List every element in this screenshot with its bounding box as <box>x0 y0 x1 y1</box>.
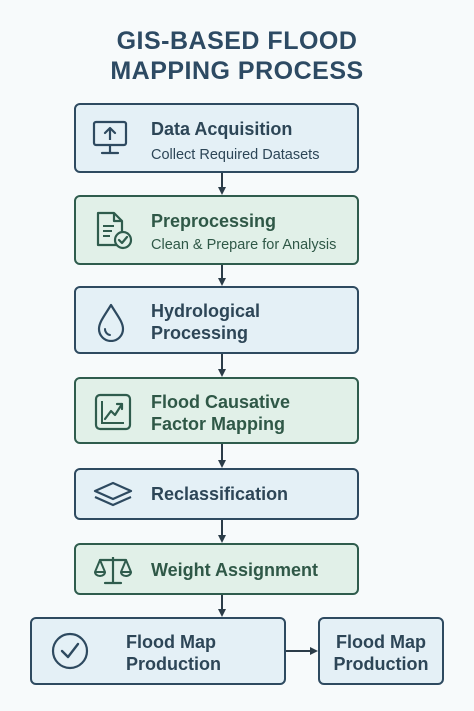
step-weight-assignment: Weight Assignment <box>74 543 359 595</box>
step-title: Weight Assignment <box>151 560 319 580</box>
step-reclassification: Reclassification <box>74 468 359 520</box>
step-preprocessing: Preprocessing Clean & Prepare for Analys… <box>74 195 359 265</box>
scales-icon <box>94 557 132 585</box>
step-flood-causative-factor-mapping: Flood Causative Factor Mapping <box>74 377 359 444</box>
output-title-line-1: Flood Map <box>336 632 426 652</box>
step-title-line-2: Production <box>126 654 221 674</box>
output-title-line-2: Production <box>333 654 429 674</box>
step-data-acquisition: Data Acquisition Collect Required Datase… <box>74 103 359 173</box>
layers-icon <box>93 481 133 507</box>
step-subtitle: Collect Required Datasets <box>151 147 320 163</box>
check-circle-icon <box>51 632 89 670</box>
step-title-line-1: Hydrological <box>151 301 261 321</box>
document-check-icon <box>96 211 133 250</box>
step-subtitle: Clean & Prepare for Analysis <box>151 237 337 253</box>
water-drop-icon <box>97 303 125 342</box>
title-line-2: MAPPING PROCESS <box>110 57 364 85</box>
step-hydrological-processing: Hydrological Processing <box>74 286 359 354</box>
step-title-line-1: Flood Map <box>126 632 216 652</box>
title-line-1: GIS-BASED FLOOD <box>116 27 358 55</box>
output-flood-map-production: Flood Map Production <box>318 617 444 685</box>
step-title: Reclassification <box>151 484 289 504</box>
step-title: Data Acquisition <box>151 119 293 139</box>
step-title: Preprocessing <box>151 211 277 231</box>
step-title-line-2: Factor Mapping <box>151 414 285 434</box>
chart-icon <box>94 393 132 431</box>
monitor-upload-icon <box>92 120 128 155</box>
step-title-line-1: Flood Causative <box>151 392 291 412</box>
page-title: GIS-BASED FLOOD MAPPING PROCESS <box>0 26 474 86</box>
step-flood-map-production: Flood Map Production <box>30 617 286 685</box>
step-title-line-2: Processing <box>151 323 249 343</box>
